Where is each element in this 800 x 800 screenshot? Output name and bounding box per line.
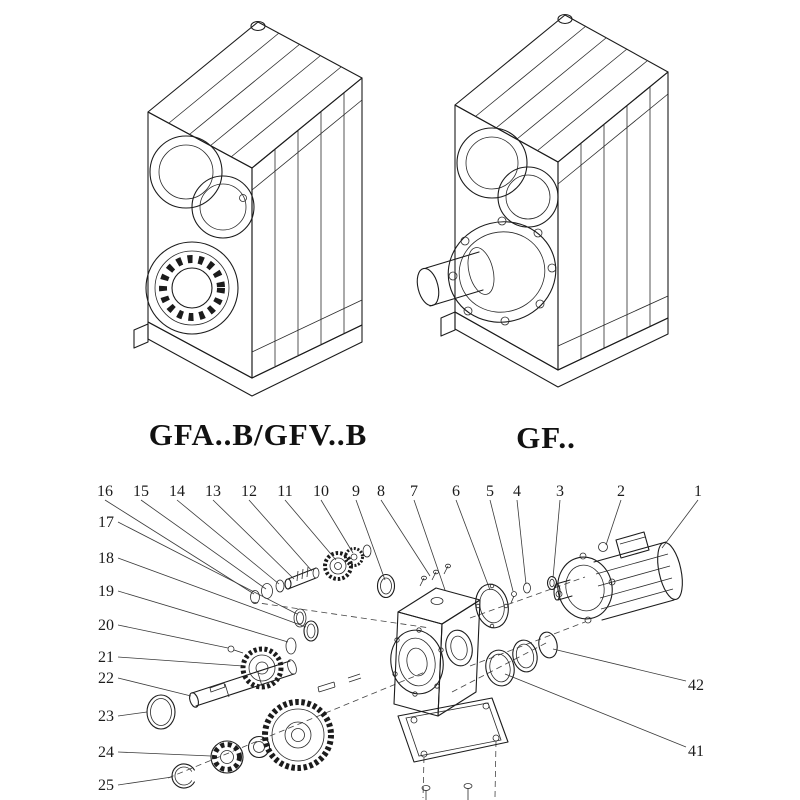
gear-bores <box>149 135 255 239</box>
foot-tab <box>133 323 149 349</box>
part-label-9: 9 <box>352 483 360 500</box>
foot-tab <box>440 311 456 337</box>
part-label-18: 18 <box>98 550 114 567</box>
part-labels: 16 15 14 13 12 11 10 9 8 7 6 5 4 3 2 1 1… <box>97 483 704 794</box>
housing-front-face <box>147 111 253 379</box>
leader-lines <box>104 499 699 786</box>
gear-bores <box>456 127 559 228</box>
snap-ring <box>171 763 195 789</box>
input-shaft-parts <box>250 544 396 604</box>
exploded-view: 16 15 14 13 12 11 10 9 8 7 6 5 4 3 2 1 1… <box>97 483 704 800</box>
lifting-eye-hole <box>557 13 573 25</box>
top-ribs <box>475 25 648 152</box>
terminal-box <box>615 531 650 559</box>
motor-flange <box>557 556 613 620</box>
input-bearing <box>376 573 396 599</box>
part-label-3: 3 <box>556 483 564 500</box>
part-label-22: 22 <box>98 670 114 687</box>
pinion-gear <box>323 551 353 581</box>
gearbox-drawing-shaft-mounted <box>416 13 669 388</box>
housing-bolts <box>419 563 451 587</box>
cover-plate <box>397 697 509 800</box>
motor-fan-end <box>657 541 683 601</box>
part-label-19: 19 <box>98 583 114 600</box>
base-plate <box>147 321 363 397</box>
seal-rings <box>485 631 558 687</box>
output-shaft-parts <box>146 659 362 789</box>
motor-eye-bolt <box>598 542 608 552</box>
gearbox-drawing-foot-mounted <box>133 20 363 397</box>
part-label-14: 14 <box>169 483 185 500</box>
part-label-13: 13 <box>205 483 221 500</box>
part-label-4: 4 <box>513 483 521 500</box>
part-label-23: 23 <box>98 708 114 725</box>
output-flange <box>447 216 557 326</box>
part-label-41: 41 <box>688 743 704 760</box>
intermediate-parts <box>227 608 319 690</box>
part-label-20: 20 <box>98 617 114 634</box>
motor-flange-gasket <box>475 583 509 629</box>
part-label-17: 17 <box>98 514 114 531</box>
part-label-42: 42 <box>688 677 704 694</box>
side-ribs <box>557 87 669 359</box>
side-ribs <box>251 93 363 366</box>
part-label-12: 12 <box>241 483 257 500</box>
electric-motor <box>553 531 683 624</box>
lifting-eye-hole <box>250 20 266 32</box>
caption-foot-mounted-model: GFA..B/GFV..B <box>149 417 368 452</box>
small-fasteners <box>510 575 558 604</box>
part-label-16: 16 <box>97 483 113 500</box>
part-label-15: 15 <box>133 483 149 500</box>
part-label-8: 8 <box>377 483 385 500</box>
shaft-key <box>209 682 226 693</box>
motor-fins <box>595 553 674 610</box>
part-label-21: 21 <box>98 649 114 666</box>
base-plate <box>454 311 669 388</box>
output-bearing <box>145 241 239 335</box>
top-ribs <box>168 32 342 158</box>
part-label-24: 24 <box>98 744 114 761</box>
helical-gear-large <box>262 699 334 771</box>
part-label-11: 11 <box>277 483 292 500</box>
part-label-7: 7 <box>410 483 418 500</box>
assembly-axis-lines <box>167 576 586 799</box>
part-label-6: 6 <box>452 483 460 500</box>
part-label-5: 5 <box>486 483 494 500</box>
part-label-10: 10 <box>313 483 329 500</box>
output-shaft <box>416 247 495 307</box>
output-bearing <box>210 740 244 774</box>
gear-housing <box>390 587 481 717</box>
motor-shaft-end <box>553 583 561 601</box>
part-label-25: 25 <box>98 777 114 794</box>
part-label-1: 1 <box>694 483 702 500</box>
part-label-2: 2 <box>617 483 625 500</box>
seal-ring-large <box>146 694 176 730</box>
caption-shaft-mounted-model: GF.. <box>516 420 576 455</box>
housing-top-face <box>454 14 669 163</box>
small-gear <box>344 547 364 567</box>
intermediate-gear <box>240 646 284 690</box>
housing-top-face <box>147 21 363 169</box>
